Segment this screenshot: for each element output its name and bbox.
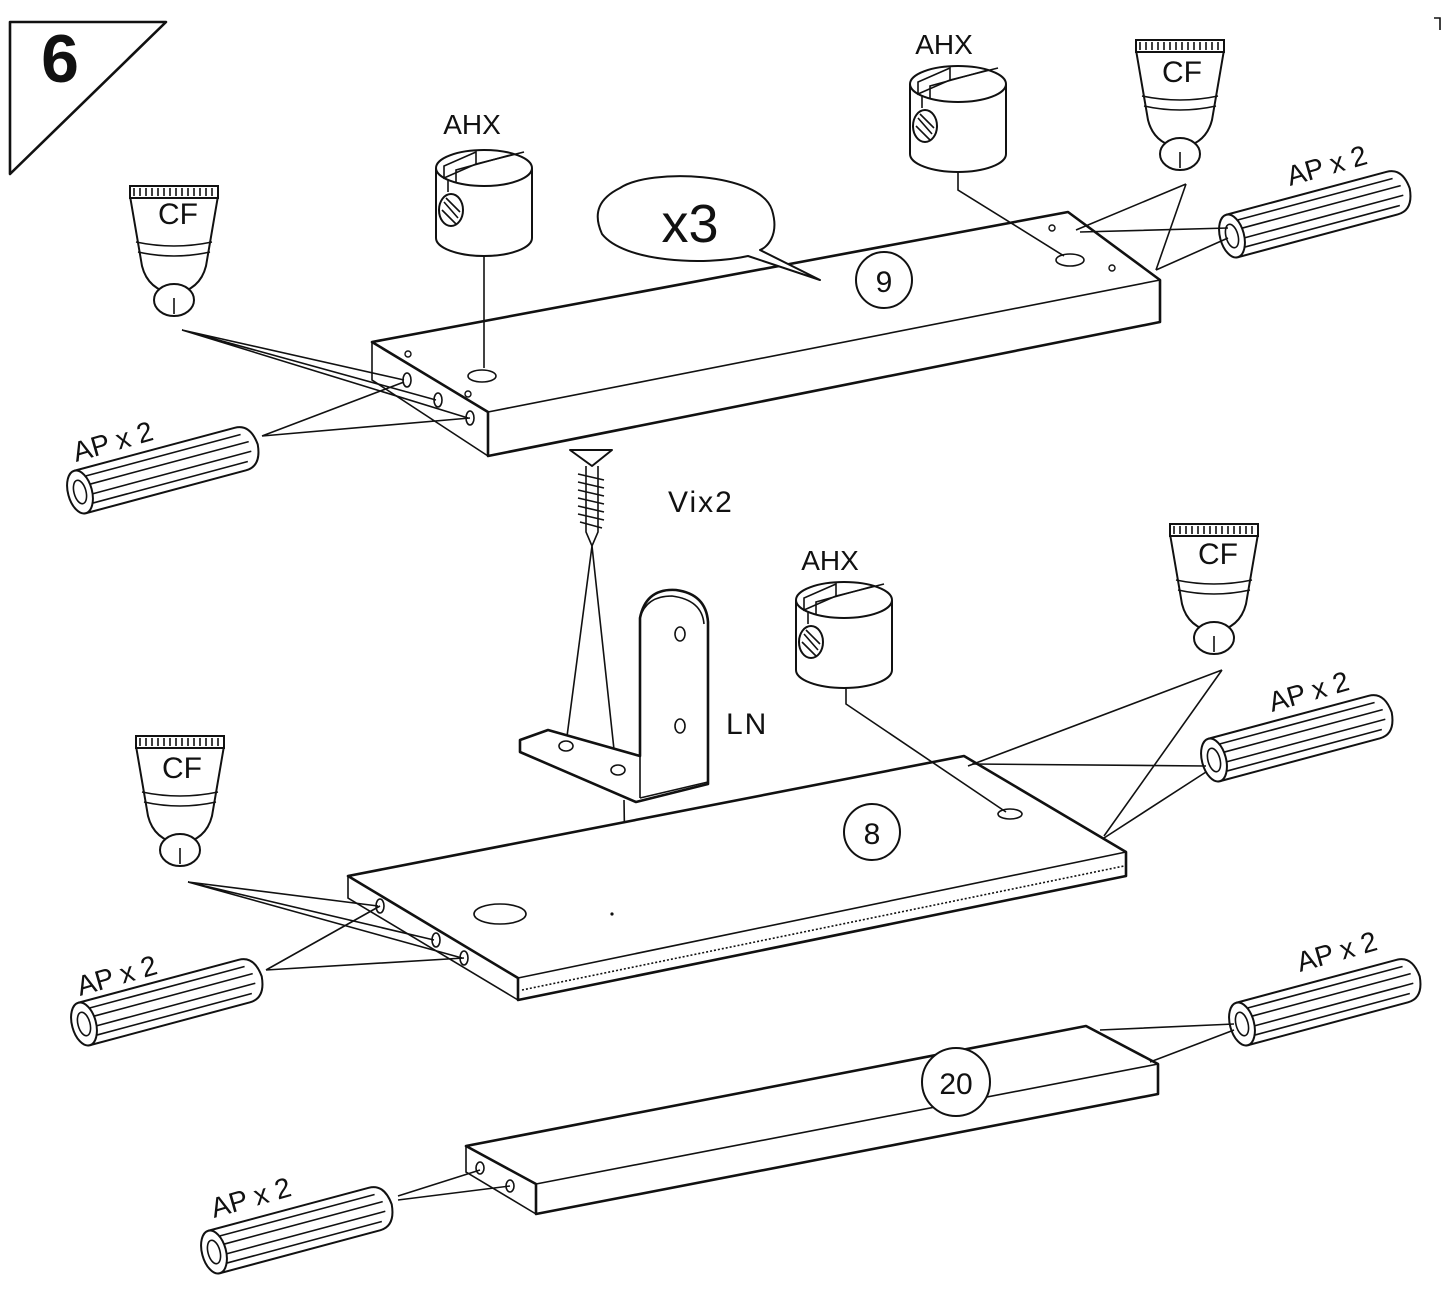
cam-lock-icon (909, 65, 1007, 173)
glue-label: CF (1198, 538, 1238, 571)
panel-9 (370, 210, 1162, 458)
panel-20 (464, 1024, 1160, 1216)
screw-icon (569, 449, 613, 549)
screw-label: Vix2 (668, 486, 734, 519)
glue-label: CF (162, 752, 202, 785)
cam-lock-icon (795, 581, 893, 689)
multiplier-callout (596, 175, 821, 281)
part-number-9: 9 (876, 266, 893, 299)
bracket-icon (518, 588, 710, 804)
cam-label: AHX (915, 29, 973, 60)
step-number: 6 (41, 21, 79, 97)
panel-8 (346, 754, 1128, 1002)
multiplier-text: x3 (661, 194, 718, 254)
part-number-8: 8 (864, 818, 881, 851)
cam-label: AHX (443, 109, 501, 140)
glue-label: CF (1162, 56, 1202, 89)
cam-lock-icon (435, 149, 533, 257)
cam-label: AHX (801, 545, 859, 576)
part-number-20: 20 (939, 1068, 972, 1101)
bracket-label: LN (726, 708, 768, 741)
glue-label: CF (158, 198, 198, 231)
